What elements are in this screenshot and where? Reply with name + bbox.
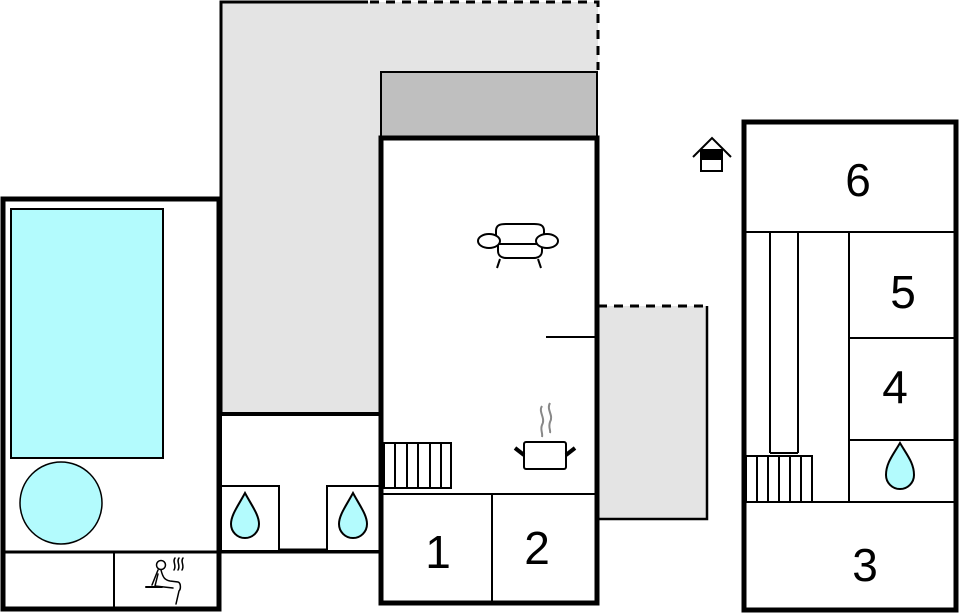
- water-drop-icon: [884, 441, 916, 490]
- annex: 6 5 4 3: [741, 119, 959, 613]
- room-5-label: 5: [890, 266, 916, 318]
- house-entrance-icon: [692, 136, 732, 172]
- stairs-icon: [383, 442, 452, 489]
- sofa-icon: [477, 223, 559, 269]
- room-3-label: 3: [852, 539, 878, 591]
- room-4-label: 4: [882, 361, 908, 413]
- stairs-icon: [745, 455, 813, 503]
- room-2-label: 2: [524, 522, 550, 574]
- water-drop-icon: [229, 490, 261, 539]
- pool-house: [0, 196, 222, 612]
- room-6-label: 6: [845, 154, 871, 206]
- water-drop-icon: [337, 490, 369, 539]
- hot-tub: [19, 461, 103, 545]
- terrace-side: [598, 304, 709, 521]
- pool: [10, 208, 164, 459]
- main-house: 1 2: [378, 135, 600, 606]
- roofed-terrace: [380, 71, 598, 139]
- kitchen-pot-icon: [513, 402, 577, 470]
- room-1-label: 1: [425, 526, 451, 578]
- bath-block: [219, 412, 382, 554]
- sauna-icon: [145, 557, 184, 605]
